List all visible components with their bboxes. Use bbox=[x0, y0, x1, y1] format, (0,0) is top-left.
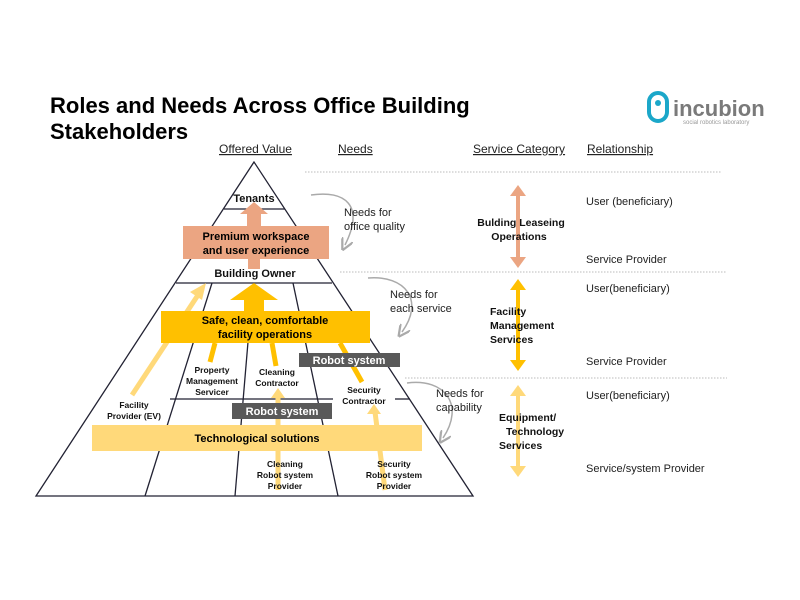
header-needs: Needs bbox=[338, 142, 373, 156]
tech-box: Technological solutions bbox=[92, 425, 422, 451]
separators bbox=[305, 171, 727, 379]
page-title: Roles and Needs Across Office Building S… bbox=[50, 93, 470, 145]
header-relationship: Relationship bbox=[587, 142, 653, 156]
svg-text:incubion: incubion bbox=[673, 96, 765, 121]
building-owner-label: Building Owner bbox=[214, 268, 296, 280]
needs-curved-arrows bbox=[310, 193, 453, 438]
relationship-provider-1: Service Provider bbox=[586, 254, 667, 266]
svg-text:Robot system: Robot system bbox=[313, 355, 386, 367]
header-service-category: Service Category bbox=[473, 142, 565, 156]
category-arrows bbox=[510, 185, 526, 477]
column-headers: Offered Value Needs Service Category Rel… bbox=[219, 142, 653, 156]
svg-text:Technological solutions: Technological solutions bbox=[194, 433, 319, 445]
robot-system-bottom: Robot system bbox=[232, 403, 332, 419]
relationship-provider-2: Service Provider bbox=[586, 356, 667, 368]
main-arrows bbox=[230, 202, 278, 313]
svg-text:social robotics laboratory: social robotics laboratory bbox=[683, 120, 749, 126]
relationship-provider-3: Service/system Provider bbox=[586, 463, 705, 475]
title-line-2: Stakeholders bbox=[50, 119, 189, 144]
svg-text:Robot system: Robot system bbox=[246, 406, 319, 418]
robot-system-top: Robot system bbox=[299, 353, 400, 367]
header-offered-value: Offered Value bbox=[219, 142, 292, 156]
relationship-user-2: User(beneficiary) bbox=[586, 283, 670, 295]
title-line-1: Roles and Needs Across Office Building bbox=[50, 93, 470, 118]
tenants-label: Tenants bbox=[233, 193, 274, 205]
incubion-logo: incubion social robotics laboratory bbox=[647, 91, 765, 126]
relationship-user-1: User (beneficiary) bbox=[586, 196, 673, 208]
relationship-user-3: User(beneficiary) bbox=[586, 390, 670, 402]
